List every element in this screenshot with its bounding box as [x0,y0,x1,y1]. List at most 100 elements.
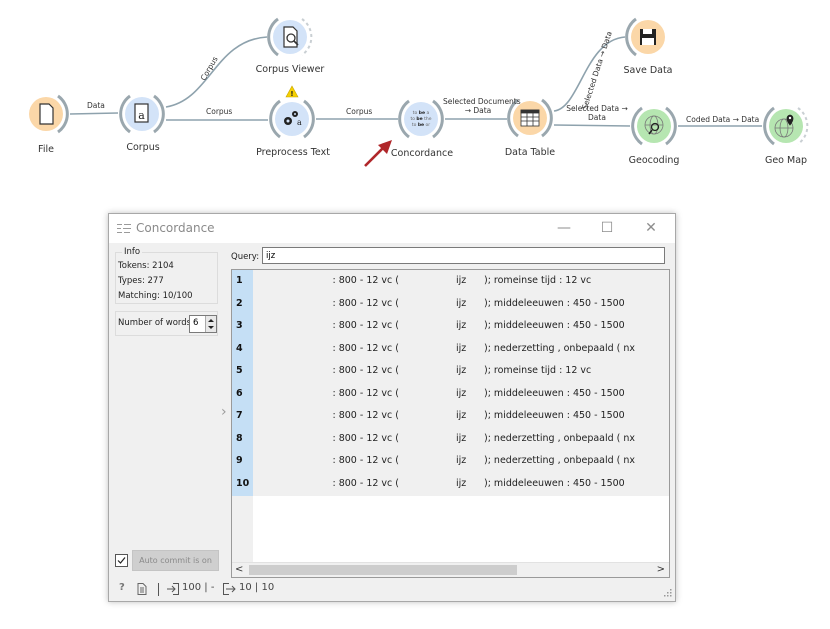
keyword: ijz [456,387,467,399]
right-context: ); middeleeuwen : 450 - 1500 [484,410,625,421]
scroll-left-icon[interactable]: < [235,564,244,575]
keyword: ijz [456,477,467,489]
table-row[interactable]: 8: 800 - 12 vc (ijz); nederzetting , onb… [232,428,669,451]
save-icon [640,29,656,45]
query-label: Query: [231,252,260,262]
row-index: 1 [236,275,243,286]
node-label-corpus-viewer: Corpus Viewer [255,64,325,75]
row-index: 5 [236,365,243,376]
node-corpus-viewer[interactable] [267,17,313,57]
spin-up-icon[interactable] [208,319,214,322]
link-label-coded-data: Coded Data → Data [686,115,760,124]
link-label-corpus-concordance: Corpus [346,107,373,116]
input-icon [167,583,179,595]
input-summary: 100 | - [182,582,215,593]
number-of-words-label: Number of words: [118,318,194,328]
collapse-panel-chevron-icon[interactable]: › [221,404,227,420]
minimize-button[interactable]: — [557,220,571,236]
number-of-words-value[interactable]: 6 [193,318,199,328]
number-of-words-spinbox[interactable]: 6 [189,315,217,333]
keyword: ijz [456,320,467,331]
right-context: ); nederzetting , onbepaald ( nx [484,432,636,444]
preprocess-icon: a [284,111,302,127]
row-header-column [232,270,253,565]
table-row[interactable]: 5: 800 - 12 vc (ijz); romeinse tijd : 12… [232,360,669,383]
left-context: : 800 - 12 vc ( [332,477,400,489]
query-input[interactable]: ijz [262,247,665,264]
row-index: 7 [236,410,243,421]
node-label-corpus: Corpus [126,142,160,153]
row-index: 3 [236,320,243,331]
left-context: : 800 - 12 vc ( [332,410,400,421]
table-row[interactable]: 9: 800 - 12 vc (ijz); nederzetting , onb… [232,450,669,473]
node-label-save-data: Save Data [623,65,673,76]
resize-grip-icon[interactable] [664,589,672,597]
table-row[interactable]: 3 : 800 - 12 vc ( ijz ); middeleeuwen : 450… [232,315,669,338]
node-file[interactable] [29,94,69,134]
checkmark-icon [117,557,126,564]
node-label-geo-map: Geo Map [764,155,808,166]
node-geo-map[interactable] [763,106,809,146]
link-label-selected-documents: Selected Documents → Data [443,97,521,115]
warning-icon: ! [285,85,299,98]
table-row[interactable]: 2: 800 - 12 vc (ijz); middeleeuwen : 450… [232,293,669,316]
node-save-data[interactable] [625,17,665,57]
right-context: ); middeleeuwen : 450 - 1500 [484,320,625,331]
close-button[interactable]: ✕ [645,220,657,236]
table-icon [520,109,540,127]
link-datatable-savedata [553,36,626,112]
row-index: 9 [236,455,243,466]
link-corpus-corpusviewer [165,36,268,108]
svg-text:!: ! [290,90,293,98]
table-row[interactable]: 7 : 800 - 12 vc ( ijz ); middeleeuwen : 450… [232,405,669,428]
matching-count: Matching: 10/100 [118,291,193,301]
left-context: : 800 - 12 vc ( [332,297,400,309]
auto-commit-button[interactable]: Auto commit is on [132,550,219,571]
maximize-button[interactable]: ☐ [600,220,614,236]
workflow-links: a a ! [29,17,809,167]
node-geocoding[interactable] [631,106,677,146]
right-context: ); middeleeuwen : 450 - 1500 [484,387,625,399]
spin-down-icon[interactable] [208,326,214,329]
node-label-data-table: Data Table [504,147,556,158]
node-concordance[interactable]: to be a to be the to be or [398,99,444,139]
node-data-table[interactable] [507,98,553,138]
svg-text:a: a [138,109,145,122]
right-context: ); romeinse tijd : 12 vc [484,275,592,286]
left-context: : 800 - 12 vc ( [332,275,400,286]
concordance-table[interactable]: 1 : 800 - 12 vc ( ijz ); romeinse tijd : 12… [231,269,670,578]
table-row[interactable]: 10 : 800 - 12 vc ( ijz ); middeleeuwen : 45… [232,473,669,496]
left-context: : 800 - 12 vc ( [332,320,400,331]
keyword: ijz [456,455,467,466]
node-preprocess-text[interactable]: a ! [269,85,315,139]
node-label-preprocess-text: Preprocess Text [256,147,330,158]
node-corpus[interactable]: a [119,94,165,134]
scrollbar-thumb[interactable] [249,565,517,575]
keyword: ijz [456,410,467,421]
table-row[interactable]: 4: 800 - 12 vc (ijz); nederzetting , onb… [232,338,669,361]
pointer-arrow-icon [364,140,392,167]
workflow-canvas[interactable]: a a ! [0,0,830,200]
geo-map-icon [774,114,794,138]
left-context: : 800 - 12 vc ( [332,365,400,376]
table-row[interactable]: 6: 800 - 12 vc (ijz); middeleeuwen : 450… [232,383,669,406]
title-bar[interactable]: Concordance — ☐ ✕ [109,214,675,243]
node-label-concordance: Concordance [390,148,454,159]
svg-text:to be the: to be the [410,116,431,122]
report-icon[interactable] [137,583,147,595]
output-summary: 10 | 10 [239,582,275,593]
scroll-right-icon[interactable]: > [656,564,665,575]
horizontal-scrollbar[interactable]: < > [232,562,669,577]
concordance-icon: to be a to be the to be or [410,110,431,128]
right-context: ); middeleeuwen : 450 - 1500 [484,477,625,489]
status-separator [158,583,159,596]
row-index: 10 [236,477,250,489]
table-row[interactable]: 1: 800 - 12 vc (ijz); romeinse tijd : 12… [232,270,669,293]
link-label-selected-data-geocoding: Selected Data → Data [566,104,628,122]
left-context: : 800 - 12 vc ( [332,342,400,354]
link-label-corpus-preprocess: Corpus [206,107,233,116]
help-icon[interactable]: ? [119,582,125,593]
auto-commit-checkbox[interactable] [115,554,128,567]
info-box: Info Tokens: 2104 Types: 277 Matching: 1… [115,247,218,304]
output-icon [223,583,236,595]
